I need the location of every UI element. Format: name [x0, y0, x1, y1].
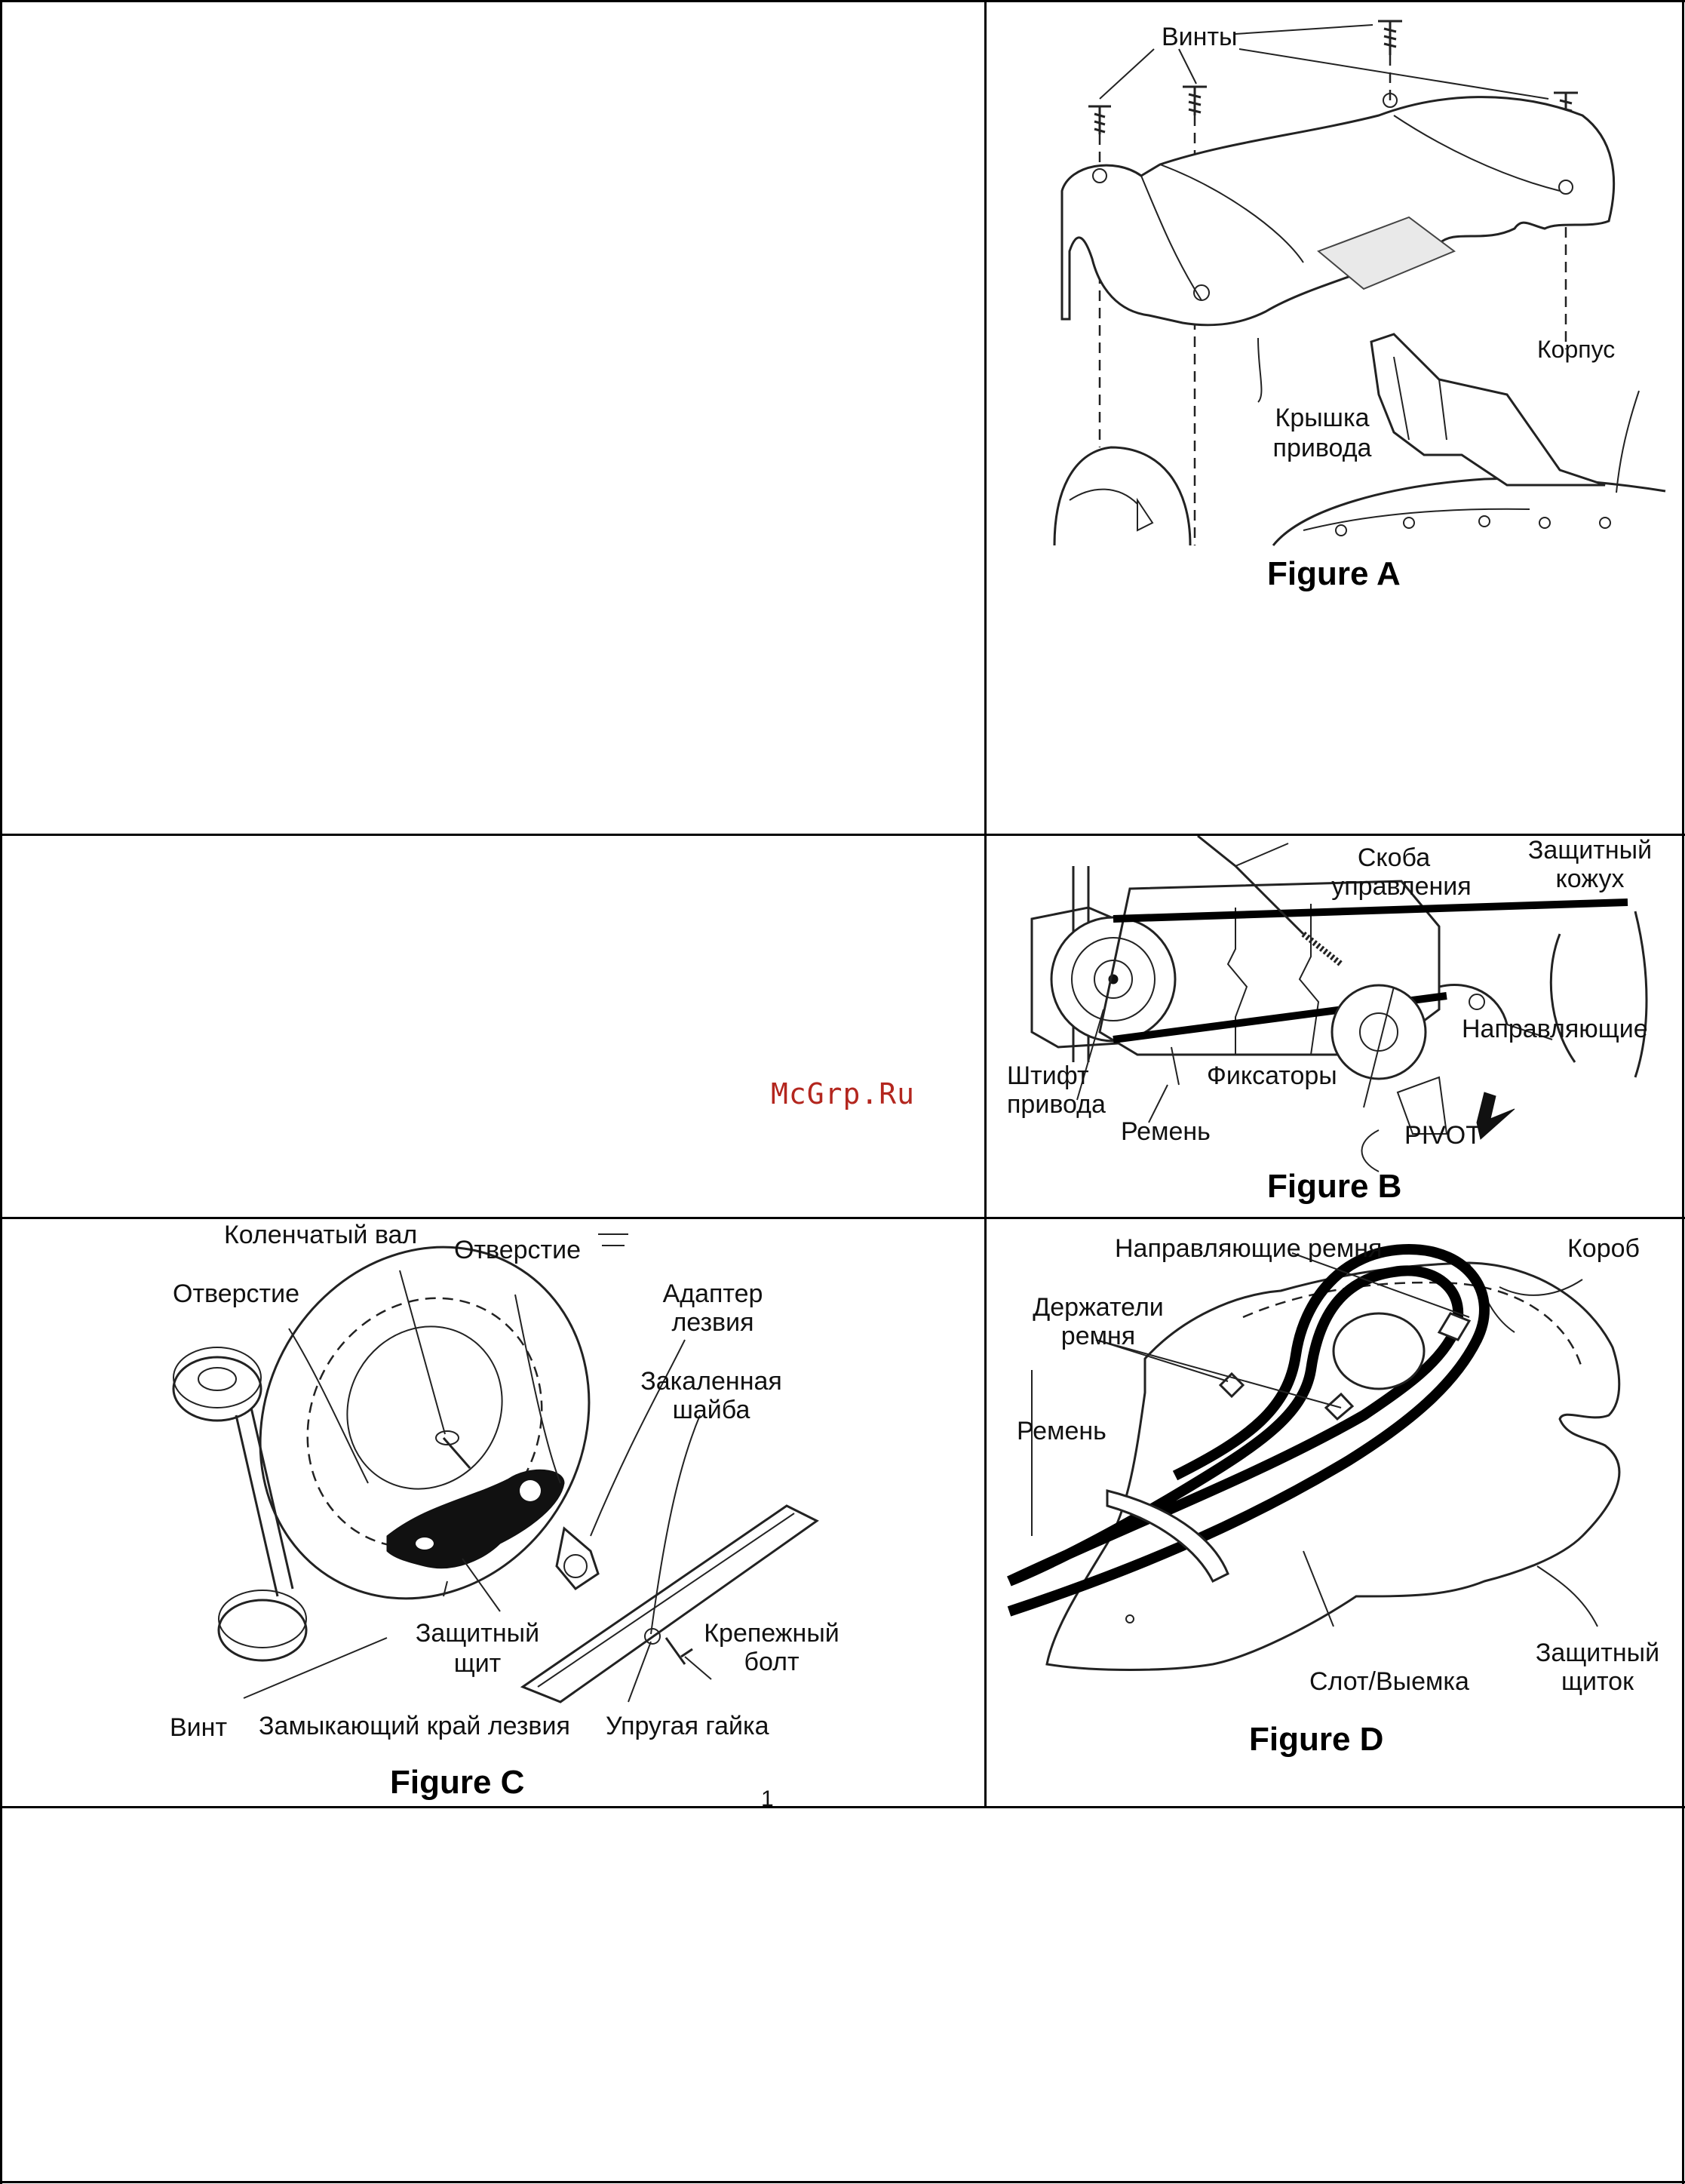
shield-label-line-1: Защитный: [415, 1619, 540, 1648]
watermark: McGrp.Ru: [771, 1077, 916, 1110]
belt-guides-label: Направляющие ремня: [1115, 1234, 1383, 1263]
figure-a-caption: Figure A: [1267, 555, 1401, 592]
table-row-divider-3: [0, 1806, 1685, 1808]
table-border-left: [0, 0, 2, 2184]
box-label: Короб: [1567, 1234, 1640, 1263]
latches-label: Фиксаторы: [1207, 1061, 1337, 1090]
screws-label: Винты: [1162, 23, 1238, 51]
control-bracket-label-line-1: Скоба: [1357, 843, 1431, 872]
guard-label-line-1: Защитный: [1527, 836, 1653, 865]
control-bracket-label-line-2: управления: [1331, 872, 1472, 901]
figure-d-cell: Направляющие ремня Короб Держатели ремня…: [987, 1219, 1682, 1806]
drive-pin-label-line-2: привода: [1007, 1090, 1106, 1119]
drive-pin-label-line-1: Штифт: [1007, 1061, 1089, 1090]
drive-cover-label-line-2: привода: [1272, 434, 1372, 462]
table-row-divider-1: [0, 834, 1685, 836]
figure-b-cell: Скоба управления Защитный кожух Направля…: [987, 836, 1682, 1217]
figure-a-cell: Винты Корпус Крышка привода Figure A: [987, 2, 1682, 834]
page-number: 1: [761, 1786, 774, 1806]
belt-holders-label-line-1: Держатели: [1033, 1293, 1164, 1322]
guard-label-line-2: кожух: [1555, 865, 1625, 893]
figure-c-drawing: [172, 1233, 819, 1703]
belt-label: Ремень: [1121, 1117, 1211, 1146]
figure-d-caption: Figure D: [1249, 1721, 1384, 1758]
table-border-right: [1682, 0, 1684, 2184]
figure-b-caption: Figure B: [1267, 1168, 1402, 1205]
blade-adapter-label-line-2: лезвия: [671, 1308, 754, 1337]
figure-b-drawing: [1030, 836, 1648, 1172]
shield-label-line-2: щит: [453, 1649, 502, 1678]
blade-adapter-label-line-1: Адаптер: [662, 1279, 763, 1308]
belt-label: Ремень: [1017, 1417, 1106, 1445]
screw-label: Винт: [170, 1713, 228, 1742]
shield-label-line-1: Защитный: [1535, 1639, 1660, 1667]
shield-label-line-2: щиток: [1561, 1667, 1634, 1696]
hardened-washer-label-line-1: Закаленная: [640, 1367, 782, 1396]
table-row-divider-2: [0, 1217, 1685, 1219]
screw-icon-1: [1088, 105, 1111, 134]
spring-nut-label: Упругая гайка: [606, 1712, 769, 1740]
belt-holders-label-line-2: ремня: [1060, 1322, 1136, 1350]
pivot-label: PIVOT: [1404, 1121, 1482, 1150]
hardened-washer-label-line-2: шайба: [672, 1396, 750, 1424]
crankshaft-label: Коленчатый вал: [224, 1221, 418, 1249]
table-border-bottom: [0, 2181, 1685, 2183]
figure-d-drawing: [1007, 1243, 1621, 1671]
figure-a-drawing: [1053, 20, 1666, 546]
table-border-top: [0, 0, 1685, 2]
hole-left-label: Отверстие: [173, 1279, 299, 1308]
figure-c-caption: Figure C: [390, 1764, 525, 1801]
guides-label: Направляющие: [1462, 1015, 1648, 1043]
hole-top-label: Отверстие: [454, 1236, 581, 1264]
housing-label: Корпус: [1537, 336, 1616, 363]
table-column-divider: [984, 0, 987, 1808]
mounting-bolt-label-line-1: Крепежный: [704, 1619, 839, 1648]
slot-label: Слот/Выемка: [1309, 1667, 1469, 1696]
figure-c-cell: Коленчатый вал Отверстие Отверстие Адапт…: [2, 1219, 984, 1806]
blade-edge-label: Замыкающий край лезвия: [259, 1712, 570, 1740]
drive-cover-label-line-1: Крышка: [1275, 404, 1370, 432]
mounting-bolt-label-line-2: болт: [744, 1648, 800, 1676]
